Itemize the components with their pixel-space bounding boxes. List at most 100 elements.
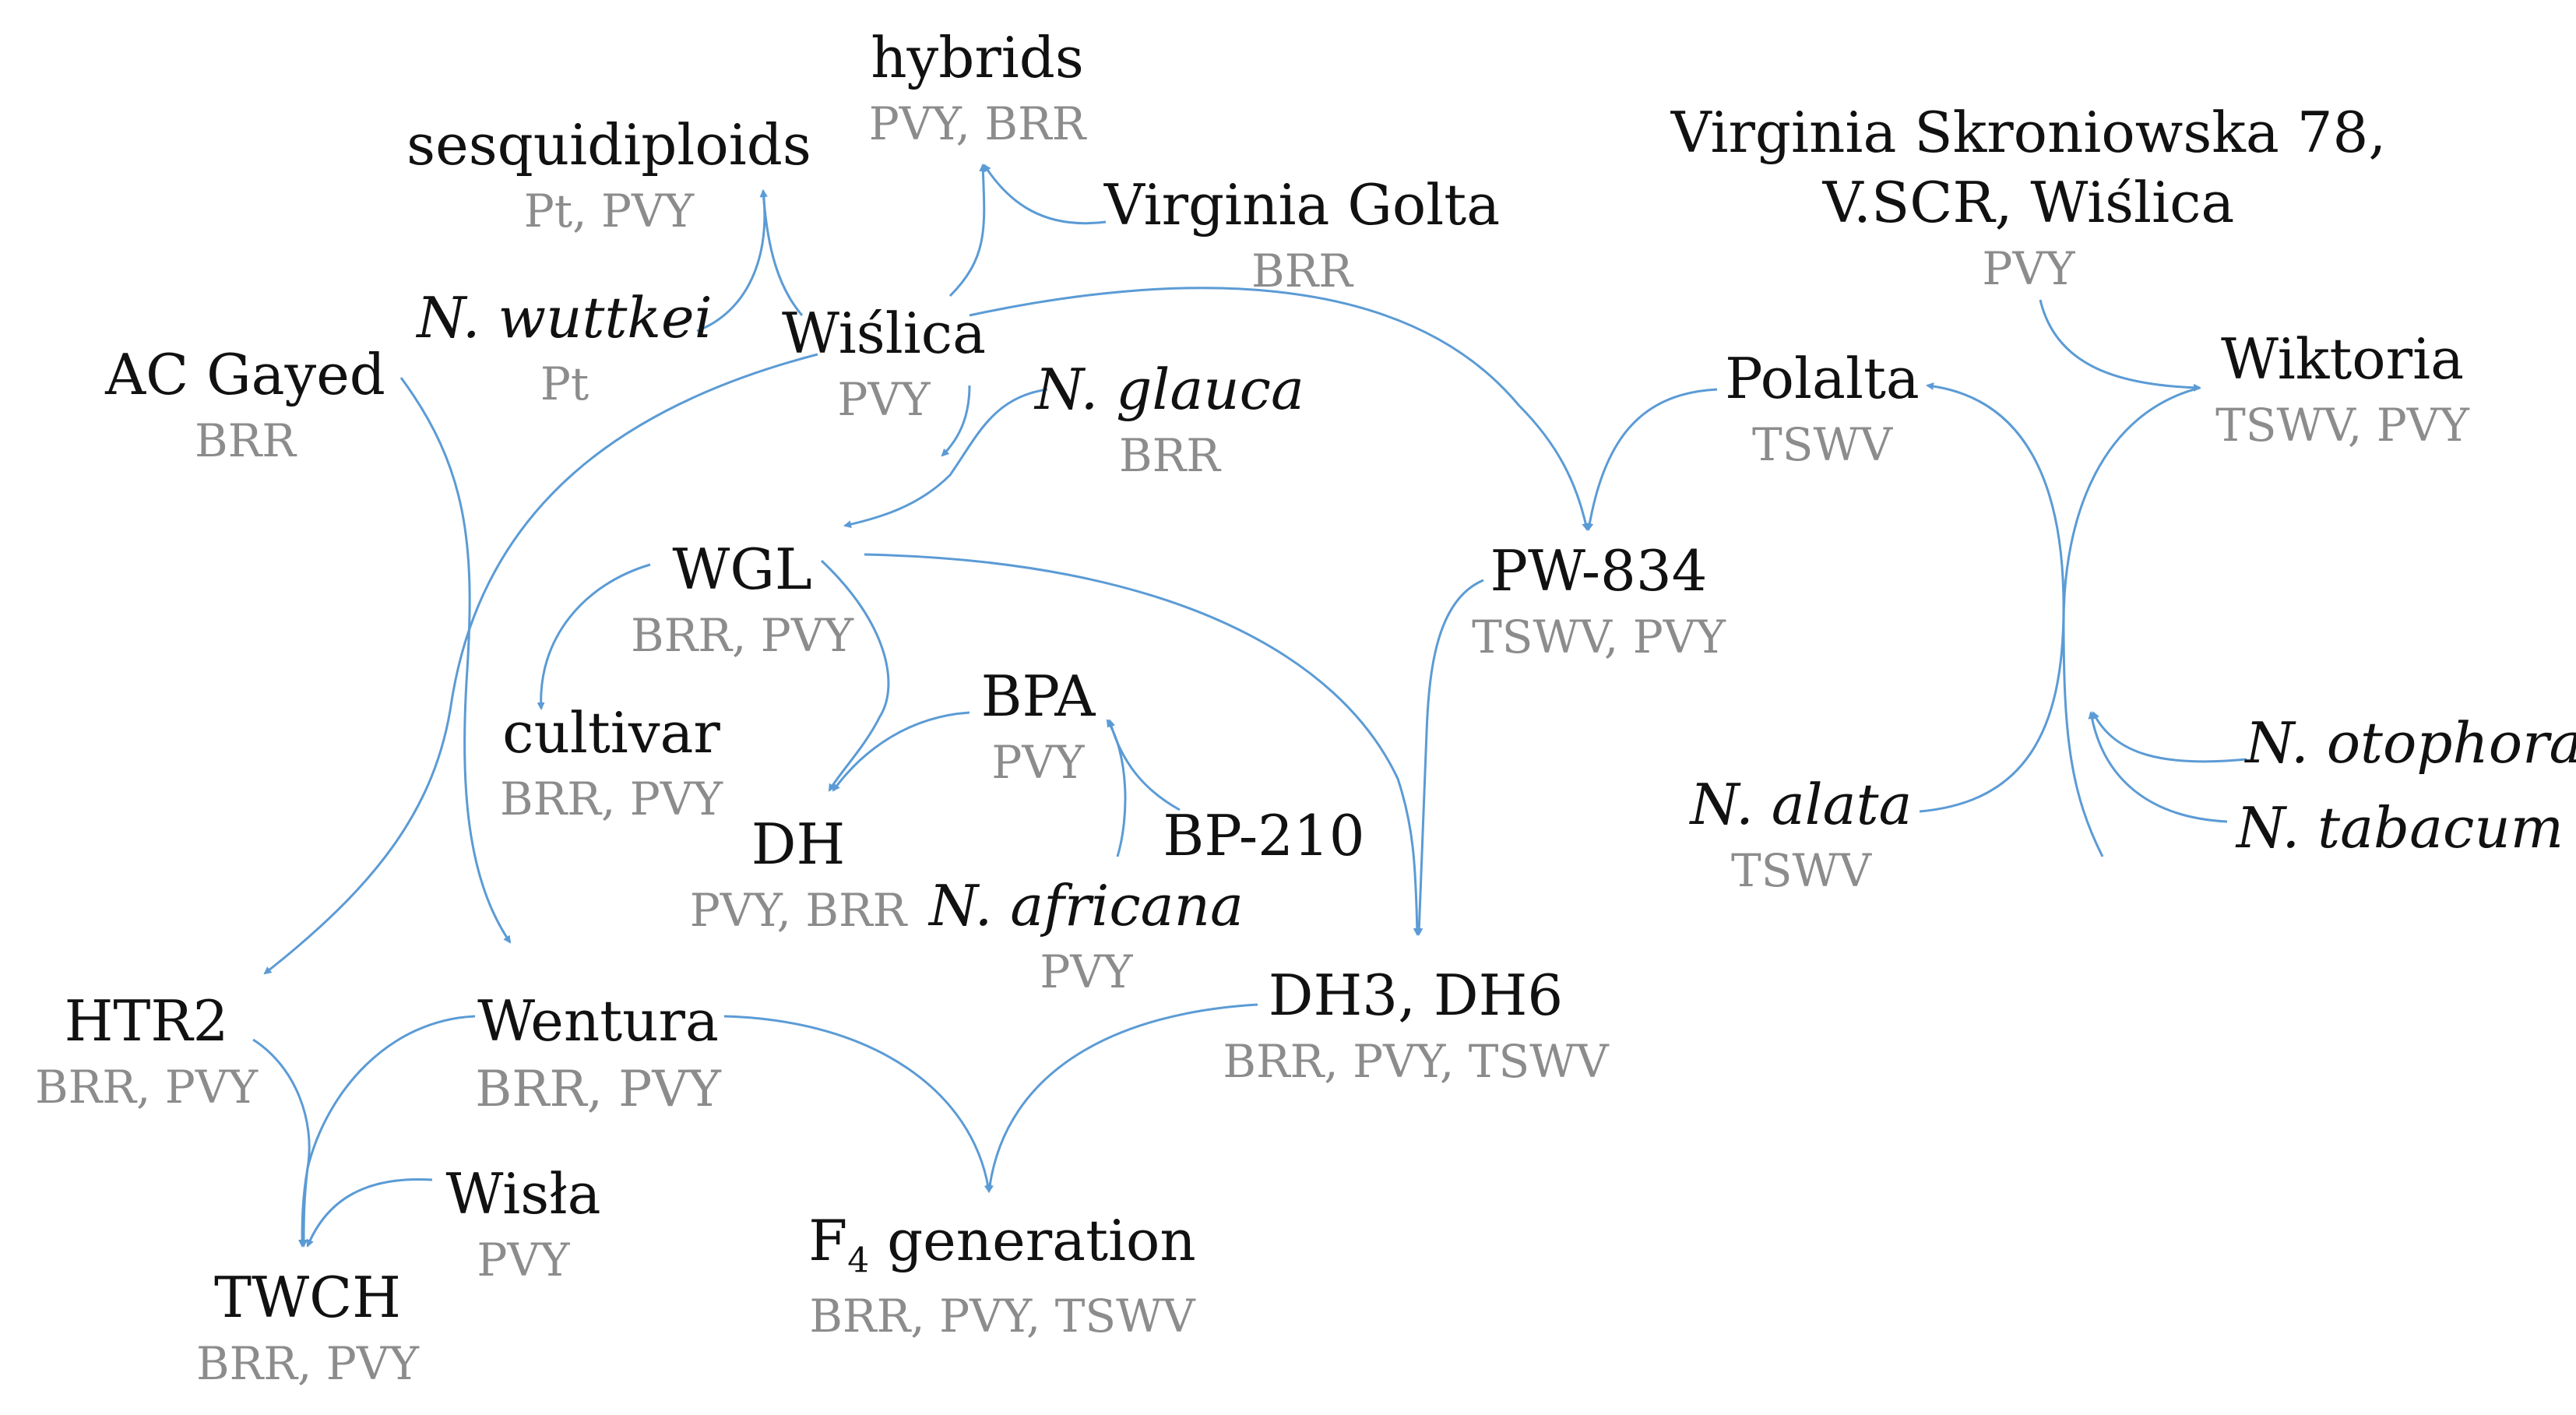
node-twch: TWCH BRR, PVY: [196, 1269, 419, 1386]
node-traits: PVY: [477, 1234, 570, 1287]
node-pw834: PW-834 TSWV, PVY: [1472, 543, 1726, 660]
node-wiktoria: Wiktoria TSWV, PVY: [2215, 331, 2469, 448]
node-traits: BRR: [1119, 429, 1220, 482]
arrow-bp210-to-bpa: [1107, 719, 1181, 811]
arrow-wentura-to-f4: [723, 1015, 992, 1193]
node-wgl: WGL BRR, PVY: [631, 541, 853, 658]
node-n-tabacum: N. tabacum: [2236, 800, 2564, 856]
node-hybrids: hybrids PVY, BRR: [869, 30, 1086, 146]
node-name: F4 generation: [808, 1213, 1196, 1278]
node-name: cultivar: [502, 700, 720, 766]
arrow-n-africana-to-bpa: [1106, 719, 1127, 857]
arrow-n-tabacum-to-n-alata-branch: [2088, 711, 2228, 823]
arrow-wislica-to-hybrids: [948, 164, 987, 297]
node-name-subscript: 4: [847, 1241, 870, 1281]
node-cultivar: cultivar BRR, PVY: [500, 705, 723, 822]
node-traits: PVY, BRR: [689, 884, 907, 937]
node-sesquidiploids: sesquidiploids Pt, PVY: [406, 117, 811, 234]
arrow-n-otophora-to-n-alata-branch: [2092, 711, 2247, 763]
node-traits: BRR: [1251, 245, 1353, 297]
node-name: WGL: [672, 537, 812, 602]
node-name: BP-210: [1163, 803, 1365, 868]
node-traits: BRR, PVY, TSWV: [1223, 1035, 1609, 1088]
arrow-virginia-golta-to-hybrids: [983, 164, 1107, 225]
node-traits: PVY: [837, 373, 931, 426]
node-traits: BRR, PVY, TSWV: [809, 1290, 1195, 1343]
arrow-wisla-to-twch: [306, 1177, 433, 1248]
node-name: Wiktoria: [2220, 326, 2465, 392]
node-traits: PVY: [991, 736, 1085, 789]
node-traits: PVY: [1040, 945, 1133, 998]
arrow-n-alata-to-polalta: [1919, 382, 2065, 813]
node-n-otophora: N. otophora: [2246, 715, 2576, 771]
node-name-line2: V.SCR, Wiślica: [1822, 170, 2235, 235]
node-traits: PVY: [1982, 242, 2075, 295]
node-bpa: BPA PVY: [981, 668, 1096, 785]
arrow-wgl-to-cultivar: [537, 563, 651, 710]
arrow-wislica-to-htr2: [263, 353, 818, 975]
arrow-wislica-to-pw834: [969, 287, 1590, 531]
node-polalta: Polalta TSWV: [1725, 350, 1920, 467]
arrow-polalta-to-pw834: [1585, 388, 1718, 531]
node-name: N. tabacum: [2236, 795, 2564, 861]
node-name: TWCH: [214, 1265, 401, 1330]
arrow-wiktoria-to-polalta: [2062, 386, 2201, 857]
node-name: sesquidiploids: [406, 112, 811, 178]
node-name-prefix: F: [808, 1208, 848, 1273]
node-traits: Pt, PVY: [523, 185, 695, 238]
node-traits: PVY, BRR: [868, 97, 1086, 150]
node-virginia-golta: Virginia Golta BRR: [1104, 177, 1500, 294]
node-name: AC Gayed: [105, 342, 385, 407]
node-bp210: BP-210: [1163, 808, 1364, 864]
node-f4-generation: F4 generation BRR, PVY, TSWV: [808, 1213, 1196, 1339]
node-n-alata: N. alata TSWV: [1691, 776, 1913, 893]
node-traits: BRR, PVY: [475, 1061, 721, 1118]
node-dh: DH PVY, BRR: [690, 816, 907, 933]
node-traits: TSWV: [1731, 844, 1871, 897]
node-name: BPA: [980, 664, 1096, 729]
arrow-wgl-to-dh3dh6: [864, 553, 1421, 936]
node-traits: BRR: [195, 414, 296, 467]
node-n-glauca: N. glauca BRR: [1035, 361, 1304, 478]
node-traits: BRR, PVY: [499, 773, 723, 825]
node-n-wuttkei: N. wuttkei Pt: [417, 290, 712, 407]
arrow-wislica-to-wgl: [941, 385, 971, 457]
arrow-pw834-to-dh3dh6: [1415, 579, 1484, 936]
arrow-bpa-to-dh: [832, 711, 970, 792]
node-name: N. wuttkei: [417, 285, 713, 350]
node-traits: TSWV, PVY: [2215, 399, 2469, 452]
node-wislica: Wiślica PVY: [782, 305, 986, 422]
node-name: N. glauca: [1035, 357, 1304, 422]
node-name: Wiślica: [781, 301, 987, 366]
node-virginia-skroniowska: Virginia Skroniowska 78, V.SCR, Wiślica …: [1671, 104, 2387, 291]
arrow-wgl-to-dh: [820, 559, 890, 792]
node-n-africana: N. africana PVY: [929, 878, 1244, 994]
node-wentura: Wentura BRR, PVY: [475, 993, 721, 1114]
node-name: Polalta: [1725, 346, 1920, 411]
node-name: PW-834: [1490, 538, 1708, 604]
node-name: HTR2: [64, 988, 229, 1054]
arrow-wislica-to-sesquidiploids: [759, 189, 804, 316]
arrow-wentura-to-twch: [298, 1015, 476, 1248]
node-traits: BRR, PVY: [34, 1061, 259, 1114]
node-name: DH3, DH6: [1268, 963, 1564, 1028]
node-name: N. alata: [1690, 772, 1913, 837]
node-name: DH: [751, 811, 846, 877]
node-name-suffix: generation: [869, 1208, 1196, 1273]
node-traits: BRR, PVY: [630, 609, 854, 662]
node-name: Wentura: [477, 988, 719, 1054]
node-traits: TSWV, PVY: [1472, 611, 1726, 664]
node-traits: Pt: [540, 357, 589, 410]
node-traits: TSWV: [1752, 418, 1892, 471]
node-ac-gayed: AC Gayed BRR: [105, 347, 385, 463]
node-htr2: HTR2 BRR, PVY: [35, 993, 258, 1110]
arrow-htr2-to-twch: [252, 1038, 311, 1248]
node-wisla: Wisła PVY: [446, 1166, 601, 1283]
arrow-n-glauca-to-wgl: [843, 388, 1048, 529]
arrow-ac-gayed-to-wentura: [399, 377, 512, 944]
node-name: N. africana: [929, 873, 1244, 938]
node-name: Virginia Golta: [1103, 172, 1501, 238]
node-traits: BRR, PVY: [195, 1337, 420, 1390]
